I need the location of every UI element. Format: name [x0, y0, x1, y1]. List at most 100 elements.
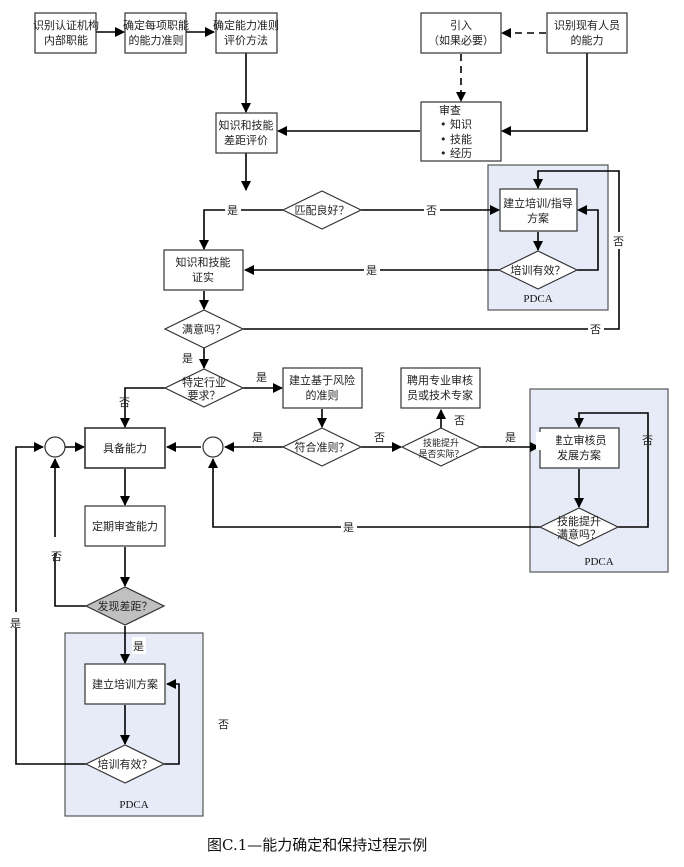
text-define-criteria-2: 的能力准则 — [129, 33, 184, 47]
text-match-good: 匹配良好？ — [295, 203, 350, 217]
pdca-label: PDCA — [523, 293, 552, 305]
text-identify-existing-1: 识别现有人员 — [554, 18, 620, 32]
diamond-match-good — [281, 190, 363, 230]
bullet-icon: • — [440, 133, 447, 146]
text-industry-req-2: 要求？ — [188, 389, 221, 402]
text-periodic-review: 定期审查能力 — [92, 519, 158, 533]
label-yes: 是 — [227, 204, 238, 217]
text-skill-satisfied-1: 技能提升 — [557, 514, 601, 528]
box-periodic-review — [84, 505, 166, 547]
edge — [208, 458, 540, 528]
box-identify-functions — [34, 12, 97, 54]
box-knowledge-confirm — [163, 249, 244, 291]
text-identify-functions-1: 识别认证机构 — [33, 18, 99, 32]
text-evaluation-method-2: 评价方法 — [224, 33, 268, 47]
text-review-item: 经历 — [450, 147, 472, 160]
text-review-title: 审查 — [439, 103, 461, 117]
box-hire-expert — [400, 367, 481, 409]
diamond-industry-req — [163, 368, 245, 408]
label-yes: 是 — [133, 640, 144, 653]
pdca-label: PDCA — [119, 799, 148, 811]
text-gap-evaluation-1: 知识和技能 — [219, 118, 274, 132]
text-gap-found: 发现差距？ — [98, 599, 153, 613]
edge — [577, 205, 599, 271]
text-knowledge-confirm-2: 证实 — [192, 270, 214, 284]
box-competent — [84, 427, 166, 469]
diamond-satisfied — [163, 309, 245, 349]
box-training-plan-top — [499, 188, 578, 232]
text-identify-functions-2: 内部职能 — [44, 33, 88, 47]
label-yes: 是 — [505, 431, 516, 444]
diamond-gap-found — [84, 586, 166, 626]
junction-left — [44, 436, 66, 458]
label-no: 否 — [374, 431, 385, 444]
text-meets-criteria: 符合准则？ — [295, 440, 350, 454]
box-gap-evaluation — [215, 112, 278, 154]
bullet-icon: • — [440, 147, 447, 160]
pdca-panel-top — [487, 164, 609, 311]
text-training-plan-top-2: 方案 — [527, 211, 549, 225]
box-identify-existing — [546, 12, 628, 54]
text-competent: 具备能力 — [103, 441, 147, 455]
edge — [15, 442, 86, 765]
figure-caption: 图C.1—能力确定和保持过程示例 — [207, 836, 427, 854]
label-yes: 是 — [343, 521, 354, 534]
text-training-plan-top-1: 建立培训/指导 — [503, 196, 573, 210]
pdca-label: PDCA — [584, 556, 613, 568]
text-auditor-plan-2: 发展方案 — [557, 448, 601, 462]
text-identify-existing-2: 的能力 — [571, 33, 604, 47]
label-yes: 是 — [256, 371, 267, 384]
junction-right — [202, 436, 224, 458]
box-introduce — [420, 12, 502, 54]
label-no: 否 — [454, 414, 465, 427]
label-no: 否 — [51, 550, 62, 563]
diamond-skill-satisfied — [538, 507, 620, 547]
box-define-criteria — [124, 12, 187, 54]
text-risk-criteria-1: 建立基于风险 — [289, 373, 355, 387]
text-training-effective-top: 培训有效？ — [511, 263, 566, 277]
edge — [574, 412, 649, 528]
diamond-meets-criteria — [281, 427, 363, 467]
label-yes: 是 — [366, 264, 377, 277]
text-gap-evaluation-2: 差距评价 — [224, 133, 268, 147]
edge — [50, 458, 86, 607]
label-no: 否 — [613, 235, 624, 248]
bullet-icon: • — [440, 118, 447, 131]
pdca-panel-bottom — [64, 632, 204, 817]
text-skill-practical-1: 技能提升 — [423, 437, 459, 449]
box-risk-criteria — [282, 367, 363, 409]
text-risk-criteria-2: 的准则 — [306, 388, 339, 402]
text-skill-satisfied-2: 满意吗？ — [557, 527, 601, 541]
text-training-plan-bottom: 建立培训方案 — [92, 677, 158, 691]
box-review — [420, 101, 502, 162]
text-review-item: 知识 — [450, 117, 472, 131]
text-evaluation-method-1: 确定能力准则 — [213, 18, 279, 32]
text-industry-req-1: 特定行业 — [182, 375, 226, 389]
text-skill-practical-2: 是否实际？ — [418, 448, 463, 460]
label-yes: 是 — [252, 431, 263, 444]
diamond-training-effective-top — [497, 250, 579, 290]
text-auditor-plan-1: 建立审核员 — [552, 433, 607, 447]
text-review-item: 技能 — [450, 132, 472, 146]
label-no: 否 — [642, 434, 653, 447]
edge — [164, 679, 180, 765]
text-define-criteria-1: 确定每项职能 — [123, 18, 189, 32]
diamond-skill-practical — [400, 427, 482, 467]
box-training-plan-bottom — [84, 663, 166, 705]
edge — [120, 387, 165, 428]
label-no: 否 — [426, 204, 437, 217]
text-introduce-1: 引入 — [450, 18, 472, 32]
diamond-training-effective-bottom — [84, 744, 166, 784]
edge — [501, 53, 588, 136]
label-yes: 是 — [182, 352, 193, 365]
pdca-panel-right — [529, 388, 669, 573]
edge — [199, 209, 283, 250]
edge — [243, 170, 620, 330]
label-no: 否 — [119, 396, 130, 409]
label-no: 否 — [218, 718, 229, 731]
box-evaluation-method — [215, 12, 278, 54]
text-hire-expert-2: 员或技术专家 — [407, 388, 473, 402]
text-training-effective-bottom: 培训有效？ — [98, 757, 153, 771]
text-introduce-2: （如果必要） — [428, 33, 494, 47]
